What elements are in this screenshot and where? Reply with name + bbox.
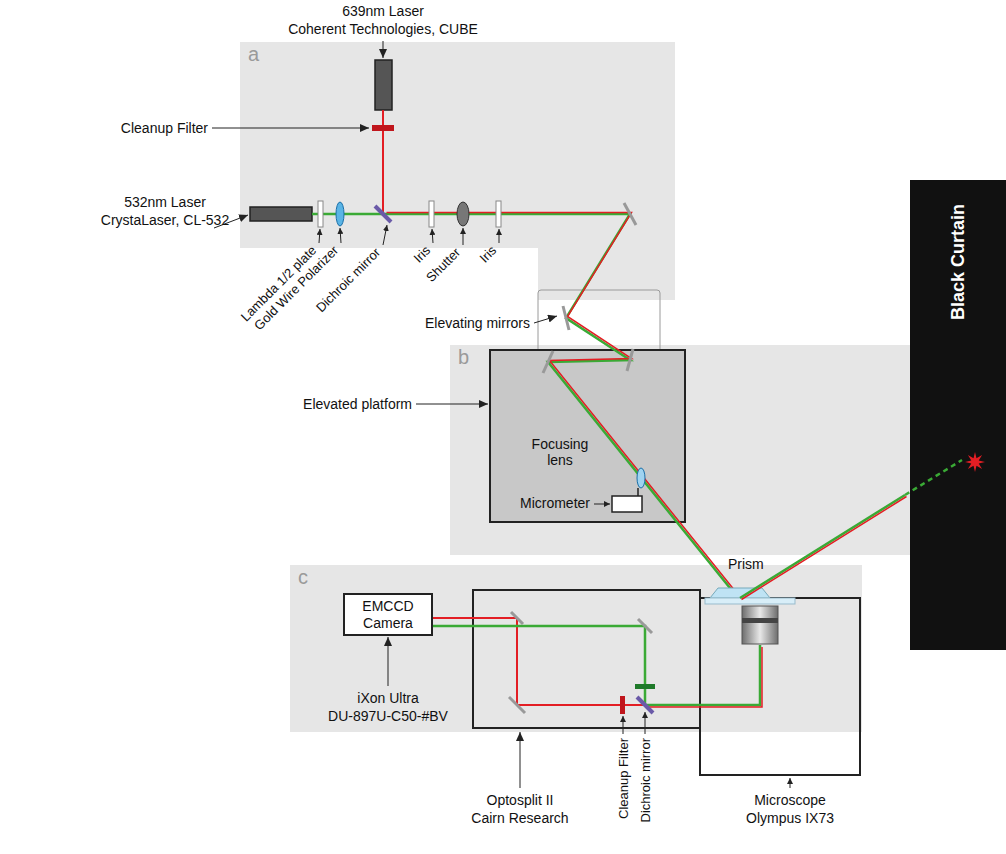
- part-label: Optosplit II: [487, 792, 554, 808]
- part-label: Coherent Technologies, CUBE: [288, 21, 478, 37]
- lens-mount: [637, 488, 639, 496]
- micrometer: [612, 496, 642, 512]
- camera-box: EMCCD Camera: [343, 593, 433, 636]
- laser-head: [250, 207, 312, 221]
- part-label: Dichroic mirror: [639, 738, 652, 823]
- leader-arrow: [520, 732, 521, 788]
- beam-red: [647, 647, 762, 707]
- part-label: CrystaLaser, CL-532: [101, 212, 229, 228]
- iris: [429, 201, 434, 227]
- leader-arrow: [383, 225, 387, 245]
- curtain-label: Black Curtain: [948, 204, 969, 320]
- leader-arrow: [340, 228, 341, 243]
- dichroic-mirror: [637, 697, 653, 713]
- laser-head: [375, 60, 392, 110]
- leader-arrow: [594, 504, 610, 505]
- part-label: 532nm Laser: [124, 194, 206, 210]
- half-wave-plate: [318, 201, 323, 227]
- shutter: [457, 202, 469, 226]
- part-label: Iris: [477, 243, 498, 264]
- leader-arrow: [212, 128, 369, 129]
- part-label: Elevated platform: [303, 396, 412, 412]
- beam-green: [385, 214, 738, 598]
- curtain-panel: Black Curtain: [910, 180, 1006, 650]
- beam-green: [433, 626, 645, 705]
- leader-arrow: [388, 637, 389, 686]
- part-label: Cleanup Filter: [617, 738, 630, 819]
- part-label: Lambda 1/2 plate: [238, 243, 318, 323]
- mirror: [543, 351, 553, 373]
- beam-red: [387, 213, 740, 597]
- leader-arrow: [319, 229, 320, 243]
- leader-arrow: [416, 404, 488, 405]
- microscope-housing: [700, 598, 860, 775]
- focusing-lens: [637, 468, 645, 488]
- part-label: Iris: [411, 243, 432, 264]
- beam-green: [740, 495, 905, 598]
- leader-arrow: [463, 228, 464, 245]
- part-label: Prism: [728, 556, 764, 572]
- region-letter: c: [298, 566, 308, 589]
- part-label: Dichroic mirror: [314, 245, 383, 314]
- leader-arrow: [214, 215, 248, 228]
- box-label: EMCCD Camera: [356, 598, 420, 630]
- mirror: [627, 349, 633, 371]
- region-band: a: [240, 42, 675, 300]
- dichroic-mirror: [375, 206, 391, 222]
- leader-arrow: [499, 229, 500, 243]
- mirror: [511, 612, 523, 624]
- leader-arrow: [790, 778, 791, 788]
- leader-arrow: [383, 41, 384, 58]
- cleanup-filter: [635, 684, 655, 689]
- part-label: Cairn Research: [471, 810, 568, 826]
- region-letter: a: [248, 43, 259, 66]
- part-label: Focusing lens: [524, 436, 596, 468]
- leader-arrow: [432, 229, 433, 243]
- part-label: DU-897U-C50-#BV: [328, 708, 448, 724]
- leader-arrow: [534, 316, 557, 323]
- polarizer: [336, 202, 344, 226]
- part-label: Shutter: [424, 245, 463, 284]
- part-label: iXon Ultra: [357, 690, 418, 706]
- part-label: Elevating mirrors: [425, 315, 530, 331]
- region-letter: b: [458, 346, 469, 369]
- part-label: Microscope: [754, 792, 826, 808]
- mirror: [563, 306, 569, 330]
- part-label: Olympus IX73: [746, 810, 834, 826]
- cleanup-filter: [620, 696, 625, 714]
- beam-green: [645, 645, 760, 705]
- part-label: Micrometer: [520, 495, 590, 511]
- beam-spot: [965, 452, 985, 472]
- part-label: 639nm Laser: [342, 3, 424, 19]
- sample-slide: [705, 598, 795, 604]
- leader-arrow: [645, 712, 646, 734]
- leader-arrow: [623, 716, 624, 734]
- objective-band: [742, 618, 778, 623]
- beam-green: [905, 460, 962, 495]
- part-label: Cleanup Filter: [121, 120, 208, 136]
- region-outline: [240, 42, 675, 300]
- beam-red: [433, 618, 645, 705]
- mirror: [624, 203, 636, 225]
- mirror: [638, 619, 652, 633]
- objective: [742, 606, 778, 644]
- beam-red: [742, 497, 907, 600]
- iris: [496, 201, 501, 227]
- cleanup-filter: [372, 125, 394, 131]
- prism: [710, 588, 770, 598]
- part-label: Gold Wire Polarizer: [252, 243, 341, 332]
- mirror: [509, 697, 525, 713]
- region-fill: [240, 42, 675, 300]
